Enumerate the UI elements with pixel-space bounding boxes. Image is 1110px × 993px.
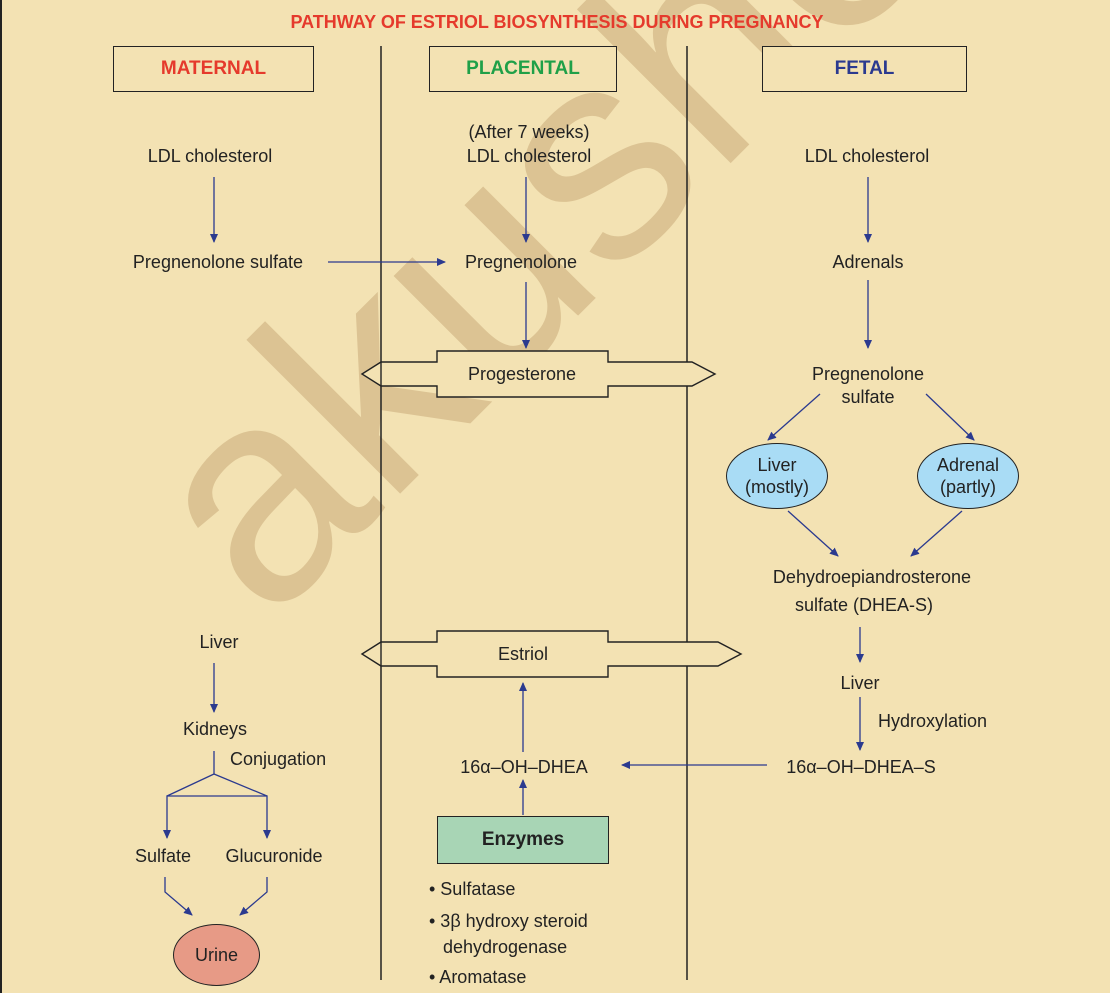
- fetal-16a-oh-dhea-s: 16α–OH–DHEA–S: [786, 757, 936, 777]
- liver-mostly-line1: Liver: [757, 455, 797, 475]
- placental-after-7-weeks: (After 7 weeks): [468, 122, 590, 142]
- maternal-kidneys: Kidneys: [182, 719, 248, 739]
- progesterone-label: Progesterone: [467, 364, 577, 384]
- maternal-glucuronide: Glucuronide: [225, 846, 323, 866]
- enzyme-item: • 3β hydroxy steroid: [429, 911, 588, 931]
- enzymes-box: Enzymes: [437, 816, 609, 864]
- header-placental: PLACENTAL: [429, 46, 617, 92]
- arrow-f-liver-dhea: [787, 510, 839, 557]
- fetal-hydroxylation: Hydroxylation: [878, 711, 988, 731]
- header-maternal: MATERNAL: [113, 46, 314, 92]
- placental-ldl: LDL cholesterol: [466, 146, 592, 166]
- maternal-conjugation: Conjugation: [230, 749, 327, 769]
- header-fetal: FETAL: [762, 46, 967, 92]
- fetal-ldl: LDL cholesterol: [804, 146, 930, 166]
- adrenal-partly-line2: (partly): [939, 477, 996, 497]
- liver-mostly-line2: (mostly): [745, 477, 809, 497]
- enzyme-item: dehydrogenase: [443, 937, 568, 957]
- maternal-sulfate: Sulfate: [134, 846, 192, 866]
- arrow-sulfate-urine: [164, 877, 193, 916]
- estriol-label: Estriol: [497, 644, 549, 664]
- fetal-preg-sulfate-line1: Pregnenolone: [811, 364, 925, 384]
- placental-16a-oh-dhea: 16α–OH–DHEA: [460, 757, 588, 777]
- diagram-title: PATHWAY OF ESTRIOL BIOSYNTHESIS DURING P…: [290, 12, 824, 32]
- liver-mostly-node: Liver (mostly): [726, 443, 828, 509]
- maternal-liver: Liver: [199, 632, 239, 652]
- fetal-preg-sulfate-line2: sulfate: [841, 387, 895, 407]
- adrenal-partly-line1: Adrenal: [936, 455, 1000, 475]
- arrow-f-preg-adrenal: [925, 393, 975, 441]
- arrow-f-adrenal-dhea: [910, 510, 963, 557]
- maternal-preg-sulfate: Pregnenolone sulfate: [132, 252, 304, 272]
- urine-node: Urine: [173, 924, 260, 986]
- progesterone-shape: [360, 350, 717, 398]
- fetal-dhea-s-line1: Dehydroepiandrosterone: [772, 567, 972, 587]
- fetal-dhea-s-line2: sulfate (DHEA-S): [794, 595, 934, 615]
- estriol-shape: [360, 630, 743, 678]
- placental-pregnenolone: Pregnenolone: [464, 252, 578, 272]
- adrenal-partly-node: Adrenal (partly): [917, 443, 1019, 509]
- fetal-liver: Liver: [840, 673, 880, 693]
- maternal-ldl: LDL cholesterol: [147, 146, 273, 166]
- arrow-f-preg-liver: [767, 393, 821, 441]
- arrow-glucuronide-urine: [239, 877, 268, 916]
- fetal-adrenals: Adrenals: [832, 252, 904, 272]
- enzyme-item: • Aromatase: [429, 967, 527, 987]
- enzyme-item: • Sulfatase: [429, 879, 516, 899]
